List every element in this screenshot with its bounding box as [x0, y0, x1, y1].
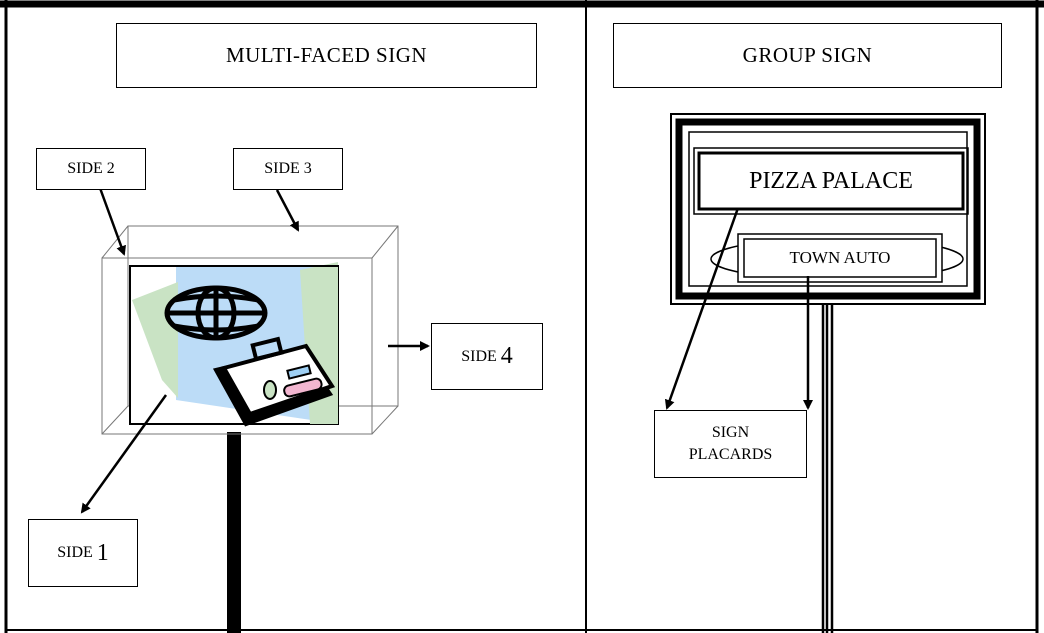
- arrow-side-3: [275, 189, 300, 232]
- placard-arrows: [664, 207, 813, 410]
- group-sign-frame: [670, 113, 986, 305]
- town-placard-frame: [710, 233, 964, 283]
- side-4-label: SIDE 4: [431, 323, 543, 390]
- pizza-placard-frame: [693, 147, 969, 215]
- arrow-pizza-placard: [664, 207, 740, 410]
- arrow-side-2: [98, 187, 126, 256]
- sign-placards-label: SIGN PLACARDS: [654, 410, 807, 478]
- pizza-palace-placard: PIZZA PALACE: [749, 167, 913, 194]
- side-3-label: SIDE 3: [233, 148, 343, 190]
- sign-placards-line-2: PLACARDS: [688, 446, 773, 463]
- side-1-number: 1: [96, 539, 109, 566]
- multi-faced-sign-title: MULTI-FACED SIGN: [116, 23, 537, 88]
- side-2-label: SIDE 2: [36, 148, 146, 190]
- sign-placards-line-1: SIGN: [711, 424, 750, 441]
- group-sign-pole: [821, 304, 834, 633]
- side-1-prefix: SIDE: [57, 544, 97, 561]
- town-auto-placard: TOWN AUTO: [789, 248, 891, 267]
- side-1-label: SIDE 1: [28, 519, 138, 587]
- left-arrows: [80, 187, 430, 514]
- sign-pole: [227, 432, 241, 633]
- briefcase-icon: [212, 336, 336, 427]
- arrow-side-1: [80, 394, 168, 514]
- side-4-number: 4: [500, 343, 513, 369]
- globe-icon: [164, 285, 268, 341]
- group-sign-title: GROUP SIGN: [613, 23, 1002, 88]
- side-4-prefix: SIDE: [461, 347, 501, 365]
